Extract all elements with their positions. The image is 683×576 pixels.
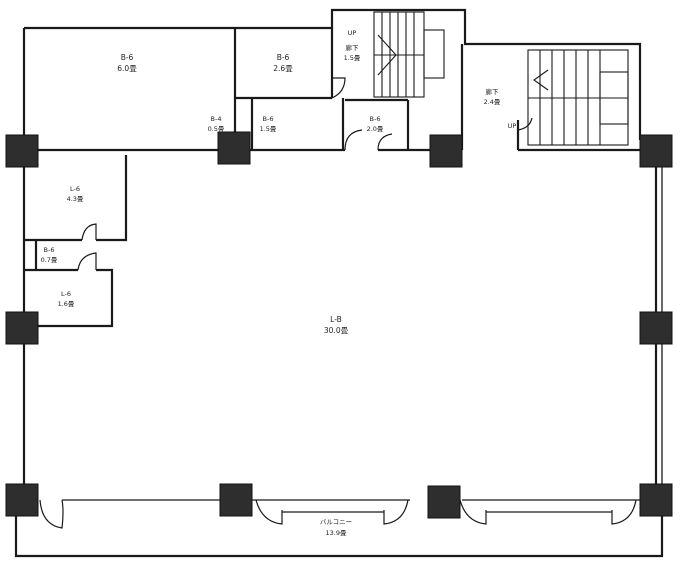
stair-right [527,49,629,146]
room-label: B-4 [211,115,222,123]
room-label: B-6 [370,115,381,123]
room-area: 1.6畳 [58,300,75,308]
columns [5,131,673,519]
column [5,311,39,345]
room-area: 1.5畳 [260,125,277,133]
room-label: 廊下 [486,87,500,96]
room-labels: B-6 6.0畳 B-6 2.6畳 廊下 1.5畳 B-4 0.5畳 B-6 1… [41,43,501,537]
room-area: 0.7畳 [41,256,58,264]
stair-up-label: UP [348,29,357,37]
column [5,134,39,168]
room-label: B-6 [263,115,274,123]
column [427,485,461,519]
room-label: B-6 [277,53,290,62]
column [639,134,673,168]
room-area: 2.0畳 [367,125,384,133]
room-label: 廊下 [346,43,360,52]
column [217,131,251,165]
room-area: 30.0畳 [324,326,349,335]
column [639,483,673,517]
stair-upper [373,11,445,98]
room-area: 13.9畳 [326,529,347,537]
column [639,311,673,345]
room-area: 2.4畳 [484,98,501,106]
room-label: L-B [330,315,342,324]
stair-up-label: UP [508,122,517,130]
column [219,483,253,517]
room-label: B-6 [44,246,55,254]
room-area: 2.6畳 [273,64,293,73]
interior-walls [24,28,656,328]
balcony-arcs [39,499,640,529]
column [429,134,463,168]
column [5,483,39,517]
room-label: L-6 [70,185,80,193]
room-area: 1.5畳 [344,54,361,62]
room-label: L-6 [61,290,71,298]
stair-labels: UP UP [348,29,517,130]
room-area: 0.5畳 [208,125,225,133]
door-swings [77,77,533,271]
room-label: B-6 [121,53,134,62]
room-area: 6.0畳 [117,64,137,73]
room-area: 4.3畳 [67,195,84,203]
room-label: バルコニー [320,518,352,526]
